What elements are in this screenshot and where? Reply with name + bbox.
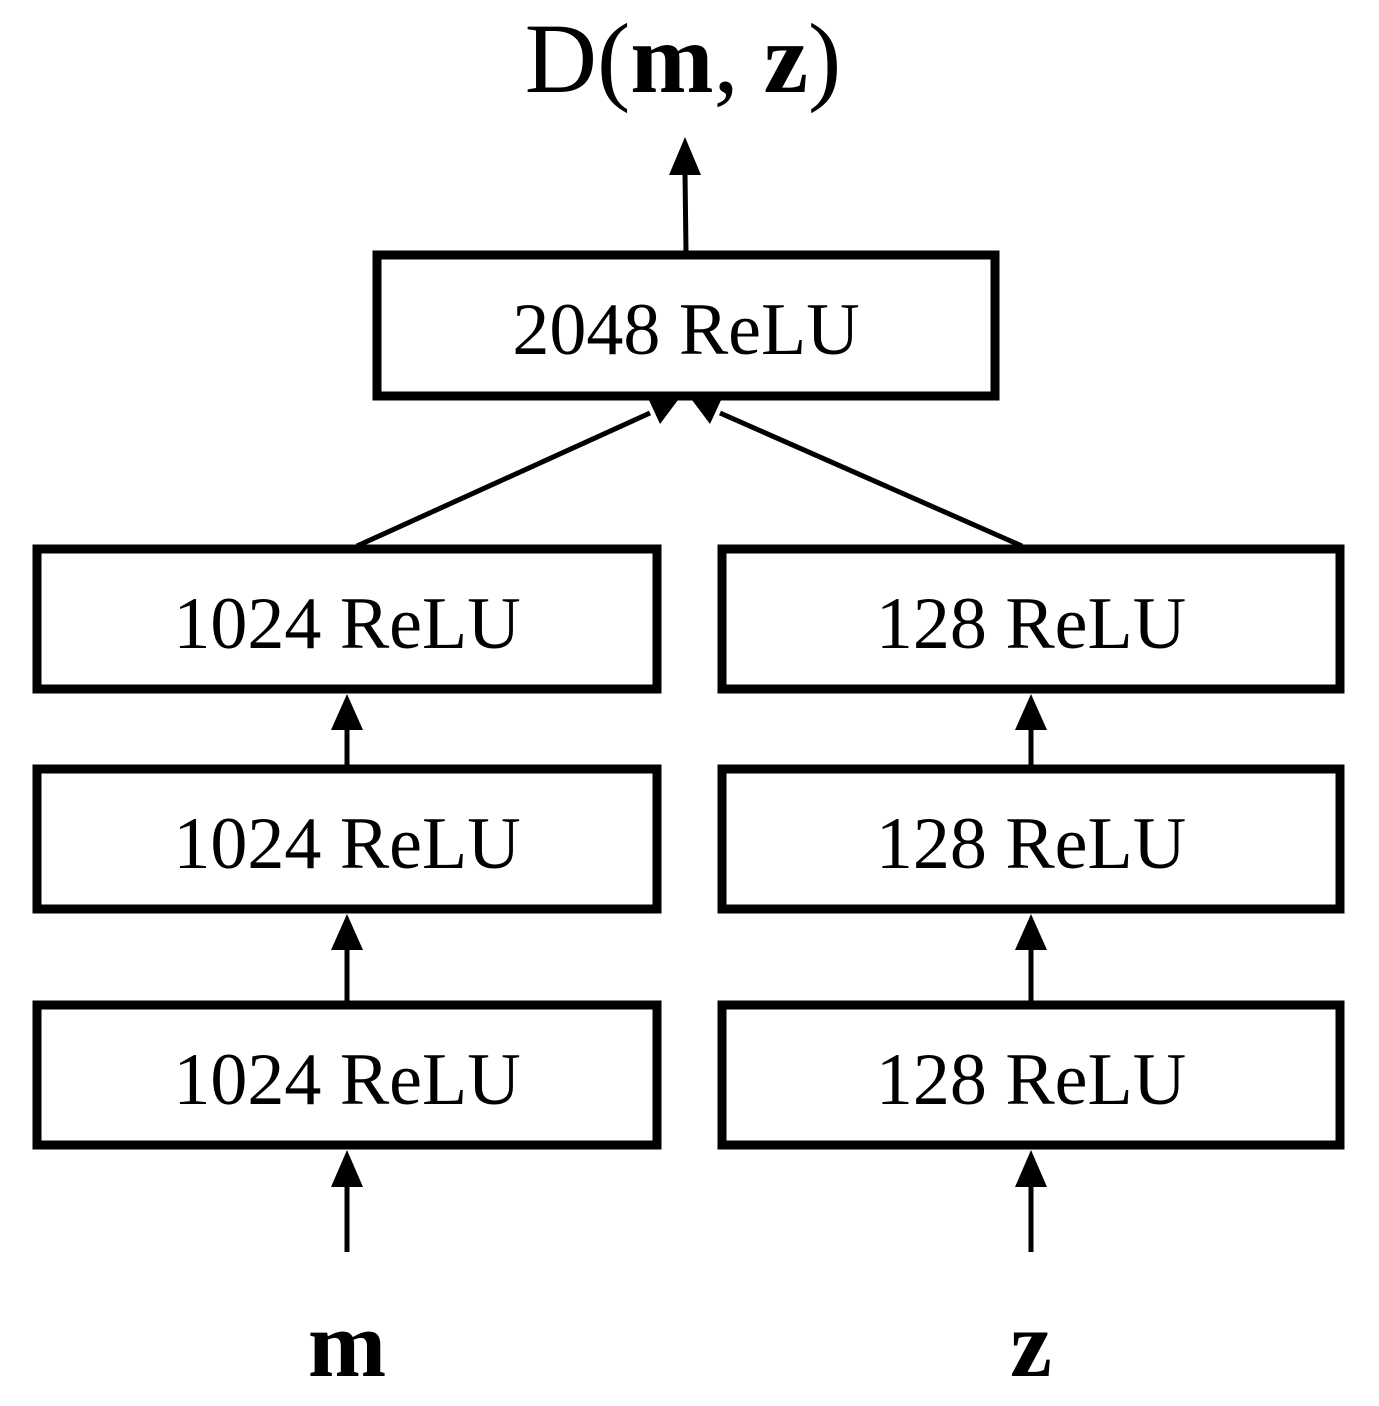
layer-box-left-3: 1024 ReLU [32,1000,662,1150]
output-close-paren: ) [808,3,841,114]
layer-label-right-1: 128 ReLU [876,583,1186,665]
layer-box-right-2: 128 ReLU [717,764,1345,914]
output-arg-m: m [630,3,713,114]
layer-box-left-1: 1024 ReLU [32,544,662,694]
output-arg-z: z [764,3,808,114]
arrow-left-3-to-2 [331,914,363,1001]
layer-label-top: 2048 ReLU [512,289,859,371]
arrow-top-to-output [669,137,701,253]
layer-label-right-2: 128 ReLU [876,803,1186,885]
layer-label-left-3: 1024 ReLU [173,1039,520,1121]
output-func: D [525,3,597,114]
output-separator: , [714,3,764,114]
layer-box-right-3: 128 ReLU [717,1000,1345,1150]
input-label-m: m [308,1293,386,1397]
layer-label-left-1: 1024 ReLU [173,583,520,665]
layer-box-left-2: 1024 ReLU [32,764,662,914]
arrow-right-2-to-1 [1015,694,1047,765]
arrow-right-to-top [692,398,1024,549]
arrow-left-2-to-1 [331,694,363,765]
layer-box-right-1: 128 ReLU [717,544,1345,694]
arrow-left-to-top [355,398,678,549]
layer-box-top: 2048 ReLU [372,250,1000,401]
input-label-z: z [1010,1293,1052,1397]
layer-label-left-2: 1024 ReLU [173,803,520,885]
layer-label-right-3: 128 ReLU [876,1039,1186,1121]
arrow-right-3-to-2 [1015,914,1047,1001]
arrow-input-m-to-left-3 [331,1150,363,1252]
output-label: D(m, z) [525,3,842,114]
arrow-input-z-to-right-3 [1015,1150,1047,1252]
output-open-paren: ( [597,3,630,114]
